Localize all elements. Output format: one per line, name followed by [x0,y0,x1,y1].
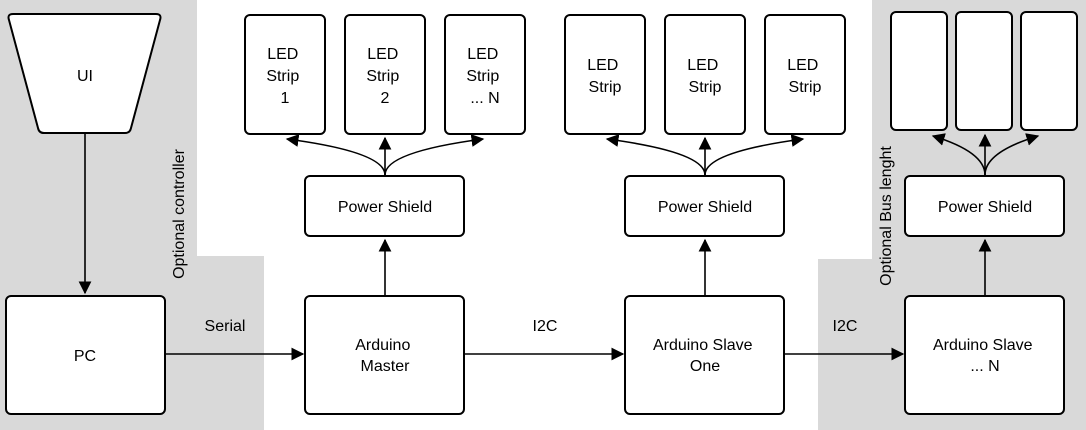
led-strip-slave-one-3 [764,14,846,135]
arduino-master-label-line1: Arduino [355,337,410,354]
led-strip-line: Strip [689,79,722,96]
fanout-arrow [605,134,706,176]
led-strip-line: Strip [366,68,399,85]
ui-label: UI [77,68,93,85]
slave-one-fanout-arrows [605,134,805,176]
led-strip-line: LED [467,46,498,63]
pc-label: PC [74,348,96,365]
led-strip-line: LED [587,57,618,74]
power-shield-slave-one [624,175,785,237]
led-strip-line: LED [687,57,718,74]
serial-label: Serial [205,318,246,335]
i2c-label-1: I2C [533,318,558,335]
led-strip-master-2-label: LED Strip 2 [366,46,403,107]
slave-n-fanout-arrows [931,133,1040,176]
led-strip-line: 1 [281,90,290,107]
arduino-slave-n-label-line2: ... N [970,358,999,375]
led-strip-master-n [444,14,526,135]
arduino-slave-n-label: Arduino Slave ... N [933,337,1037,375]
arduino-master-label: Arduino Master [355,337,415,375]
power-shield-master [304,175,465,237]
led-strip-slave-one-2-label: LED Strip [687,57,723,96]
led-strip-master-1-label: LED Strip 1 [266,46,303,107]
fanout-arrow [704,134,805,176]
led-strip-line: ... N [470,90,499,107]
led-strip-line: Strip [789,79,822,96]
led-strip-slave-one-1-label: LED Strip [587,57,623,96]
arduino-slave-one-label: Arduino Slave One [653,337,757,375]
power-shield-slave-n-label: Power Shield [938,199,1032,216]
master-fanout-arrows [285,134,485,176]
arduino-slave-one-label-line2: One [690,358,720,375]
led-strip-line: LED [787,57,818,74]
led-strip-line: Strip [466,68,499,85]
arduino-slave-one-node [624,295,785,415]
arduino-slave-n-label-line1: Arduino Slave [933,337,1033,354]
arduino-master-label-line2: Master [361,358,411,375]
arduino-slave-one-label-line1: Arduino Slave [653,337,753,354]
i2c-label-2: I2C [833,318,858,335]
led-strip-slave-n-1 [890,11,948,131]
fanout-arrow [984,133,1040,176]
led-strip-slave-n-2 [955,11,1013,131]
optional-controller-label: Optional controller [171,148,188,279]
power-shield-slave-n [904,175,1065,237]
pc-node [5,295,166,415]
led-strip-master-n-label: LED Strip ... N [466,46,503,107]
led-strip-master-1 [244,14,326,135]
led-strip-slave-one-2 [664,14,746,135]
led-strip-slave-n-3 [1020,11,1078,131]
led-strip-master-2 [344,14,426,135]
led-strip-slave-one-1 [564,14,646,135]
led-strip-line: LED [267,46,298,63]
power-shield-slave-one-label: Power Shield [658,199,752,216]
led-strip-slave-one-3-label: LED Strip [787,57,823,96]
fanout-arrow [285,134,386,176]
led-strip-line: Strip [589,79,622,96]
optional-bus-label: Optional Bus lenght [878,146,895,286]
led-strip-line: 2 [381,90,390,107]
arduino-slave-n-node [904,295,1065,415]
arduino-master-node [304,295,465,415]
power-shield-master-label: Power Shield [338,199,432,216]
led-strip-line: Strip [266,68,299,85]
ui-node [7,13,162,134]
fanout-arrow [384,134,485,176]
led-strip-line: LED [367,46,398,63]
